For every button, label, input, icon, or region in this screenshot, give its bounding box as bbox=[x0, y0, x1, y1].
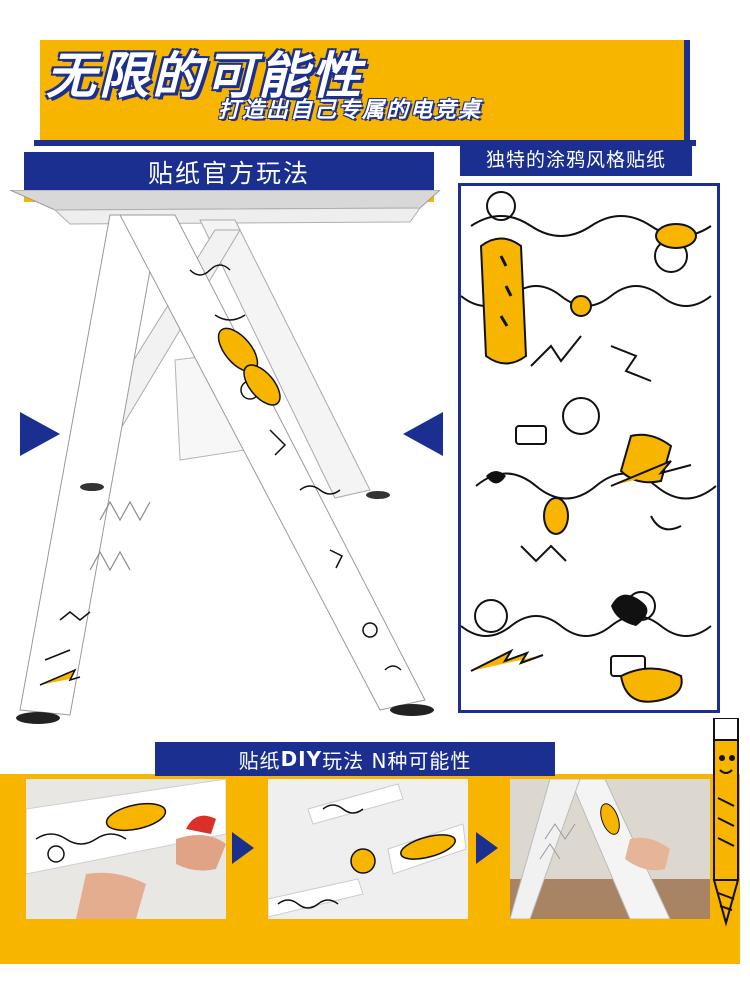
official-play-label: 贴纸官方玩法 bbox=[147, 159, 310, 188]
diy-label-diy: DIY bbox=[280, 747, 323, 771]
diy-photo-peel bbox=[268, 779, 468, 919]
pencil-mascot-icon bbox=[712, 718, 740, 927]
header-background bbox=[34, 40, 696, 146]
diy-label-prefix: 贴纸 bbox=[238, 748, 281, 773]
official-play-banner: 贴纸官方玩法 bbox=[24, 152, 434, 202]
sticker-style-label: 独特的涂鸦风格贴纸 bbox=[460, 140, 692, 176]
play-arrow-icon bbox=[403, 412, 443, 456]
play-arrow-icon bbox=[232, 832, 254, 864]
graffiti-sticker-pattern bbox=[461, 186, 717, 710]
desk-frame-drawing bbox=[9, 189, 442, 724]
page-subtitle: 打造出自己专属的电竞桌 bbox=[218, 98, 483, 123]
diy-label-suffix: 玩法 N种可能性 bbox=[322, 748, 472, 773]
play-arrow-icon bbox=[476, 832, 498, 864]
diy-photo-apply bbox=[510, 779, 710, 919]
page-title: 无限的可能性 bbox=[46, 47, 364, 105]
sticker-style-text: 独特的涂鸦风格贴纸 bbox=[485, 148, 666, 171]
play-arrow-icon bbox=[20, 412, 60, 456]
desk-illustration bbox=[0, 189, 455, 740]
diy-photo-cut bbox=[26, 779, 226, 919]
sticker-sheet-panel bbox=[458, 183, 720, 713]
